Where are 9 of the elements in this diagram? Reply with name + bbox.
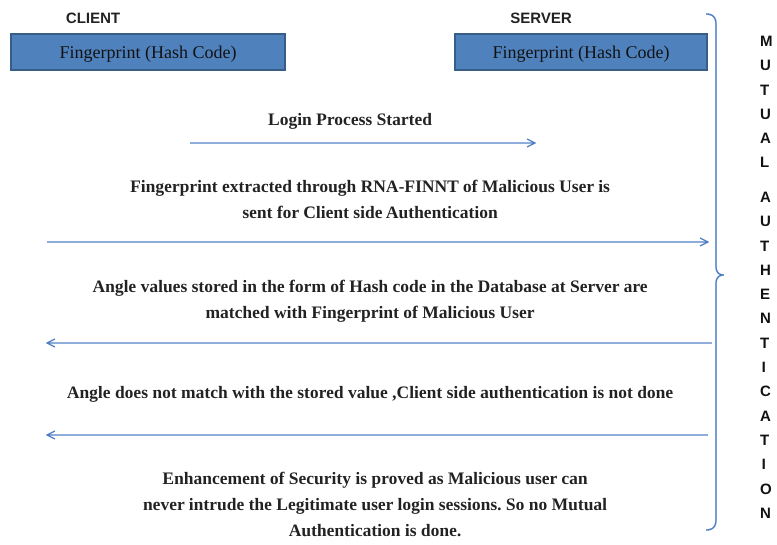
message-text: Login Process Started: [267, 108, 433, 131]
message-text: Angle values stored in the form of Hash code in the Database at Server are matched with Fingerprint of Malicious User: [91, 275, 649, 324]
column-heading: SERVER: [509, 9, 573, 29]
message-text: Angle does not match with the stored value ,Client side authentication is not done: [66, 381, 674, 404]
column-heading: CLIENT: [64, 9, 122, 29]
fingerprint-box: Fingerprint (Hash Code): [454, 33, 708, 71]
message-text: Fingerprint extracted through RNA-FINNT of Malicious User is sent for Client side Authentication: [129, 175, 611, 224]
fingerprint-box: Fingerprint (Hash Code): [10, 33, 286, 71]
message-text: Enhancement of Security is proved as Malicious user can never intrude the Legitimate user login sessions. So no Mutual Authentication is done.: [142, 467, 608, 542]
